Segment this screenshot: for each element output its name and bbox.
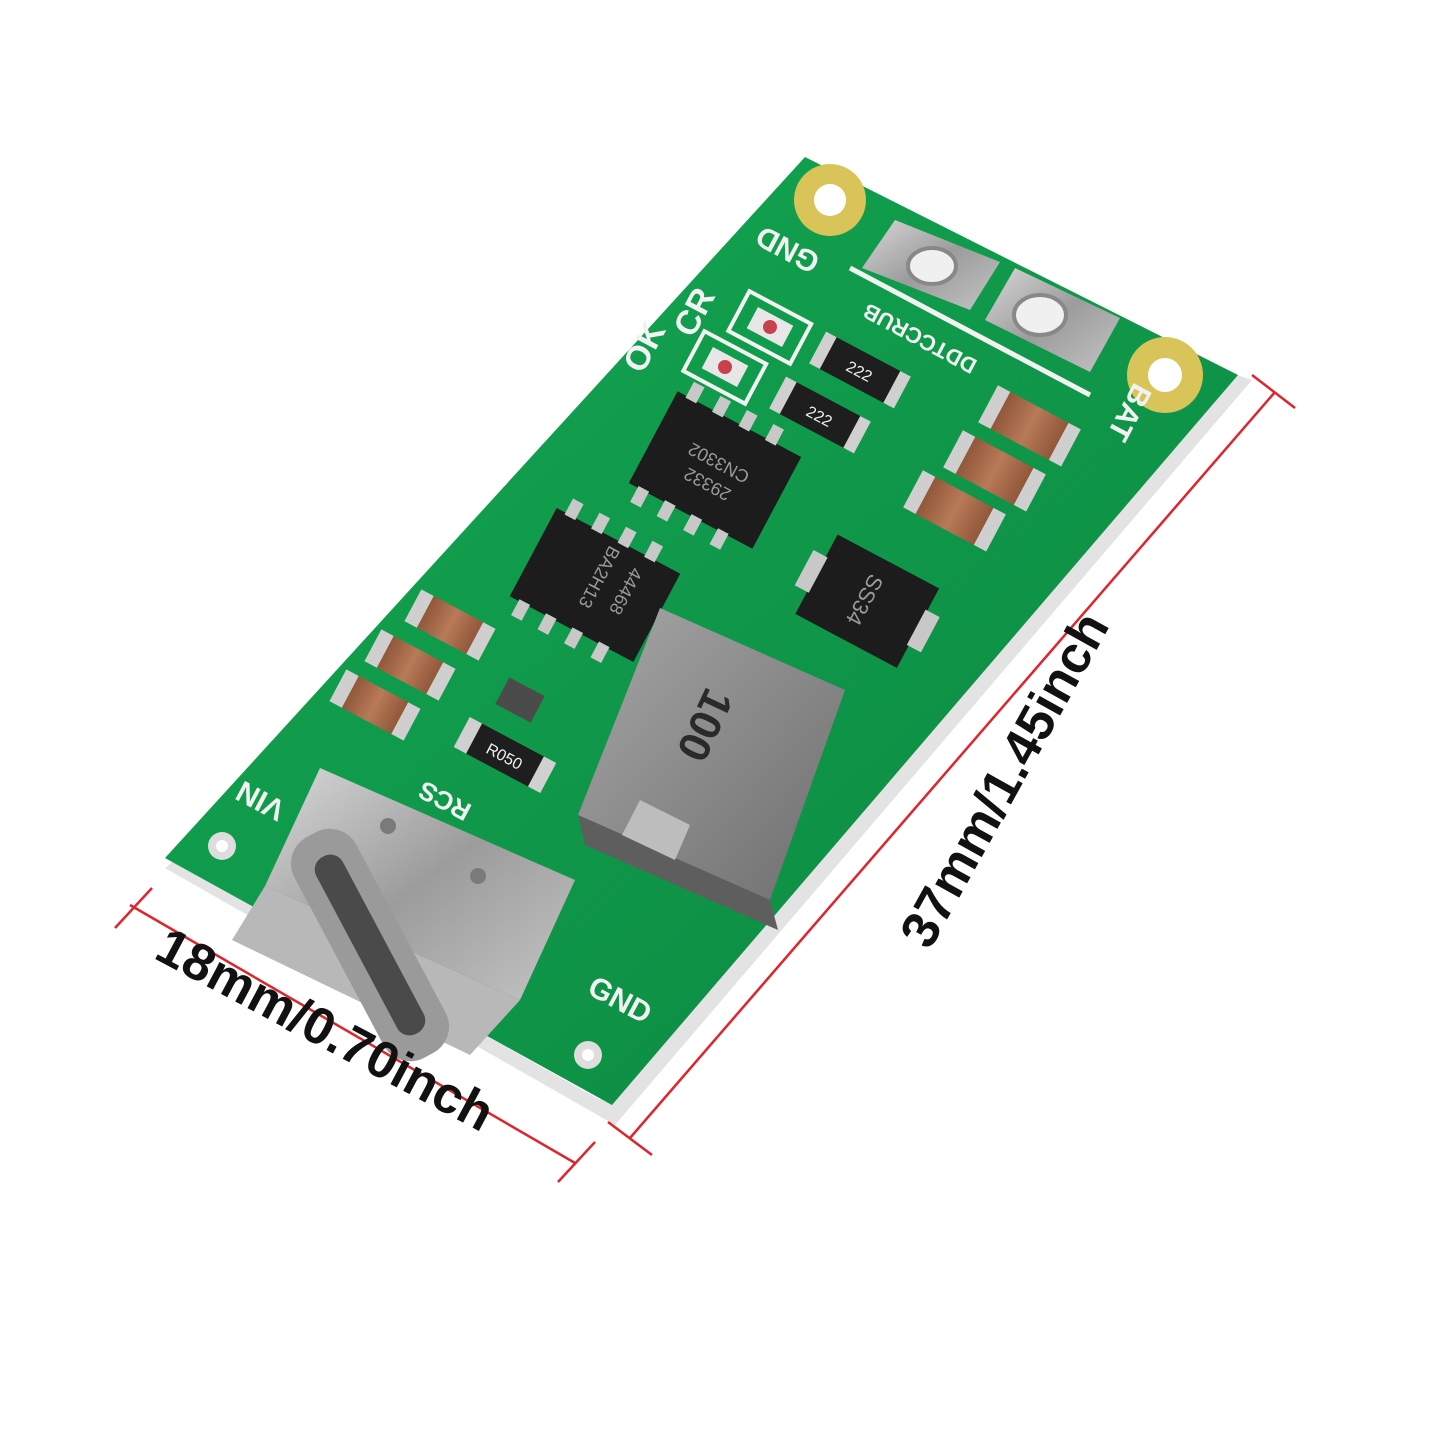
capacitor-left-1	[404, 589, 496, 661]
resistor-r050: R050	[453, 716, 557, 794]
capacitor-left-3	[329, 669, 421, 741]
pad-small	[495, 677, 545, 723]
resistor-222-b: 222	[769, 376, 871, 454]
led-cr	[725, 288, 814, 367]
ic-cn3302: CN3302 29332	[628, 381, 802, 550]
capacitor-left-2	[364, 629, 456, 701]
capacitor-right-3	[903, 470, 1006, 552]
battery-pad-gnd	[862, 220, 1000, 310]
diode-ss34: SS34	[794, 534, 940, 668]
led-ok	[680, 328, 769, 407]
dimension-width	[114, 887, 596, 1183]
mounting-hole-top	[794, 164, 866, 236]
mounting-hole-vin	[208, 832, 236, 860]
mounting-hole-right	[1127, 337, 1203, 413]
ic-ba2h13: BA2H13 44468	[509, 498, 681, 663]
resistor-222-a: 222	[809, 331, 911, 409]
mounting-hole-gnd	[574, 1041, 602, 1069]
capacitor-right-2	[943, 430, 1046, 512]
capacitor-right-1	[978, 385, 1081, 467]
inductor-100: 100	[578, 608, 845, 930]
usb-c-port[interactable]	[232, 768, 575, 1072]
silkscreen-line	[848, 265, 1092, 398]
battery-pad-bat	[985, 268, 1120, 372]
dimension-length	[607, 374, 1296, 1156]
